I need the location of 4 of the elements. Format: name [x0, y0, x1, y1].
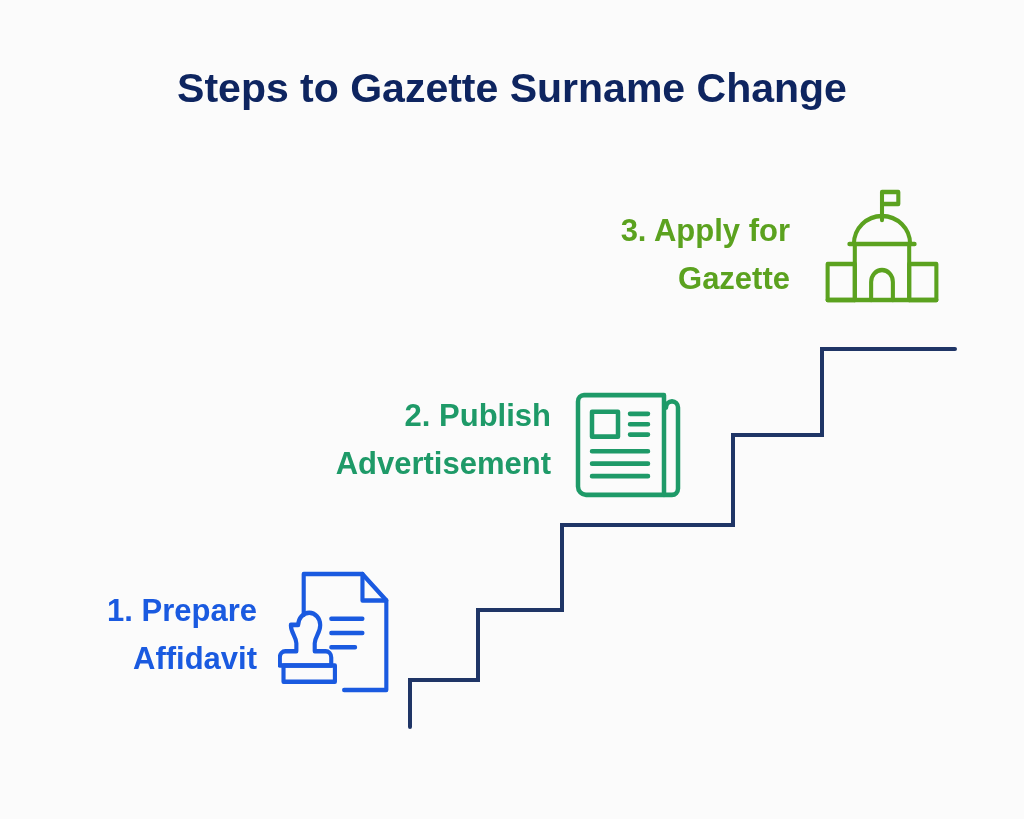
step-label: 1. Prepare Affidavit [106, 592, 257, 678]
title: Steps to Gazette Surname Change [176, 64, 848, 113]
step-label: 2. Publish Advertisement [334, 397, 551, 483]
step-label: 3. Apply for Gazette [619, 212, 790, 298]
